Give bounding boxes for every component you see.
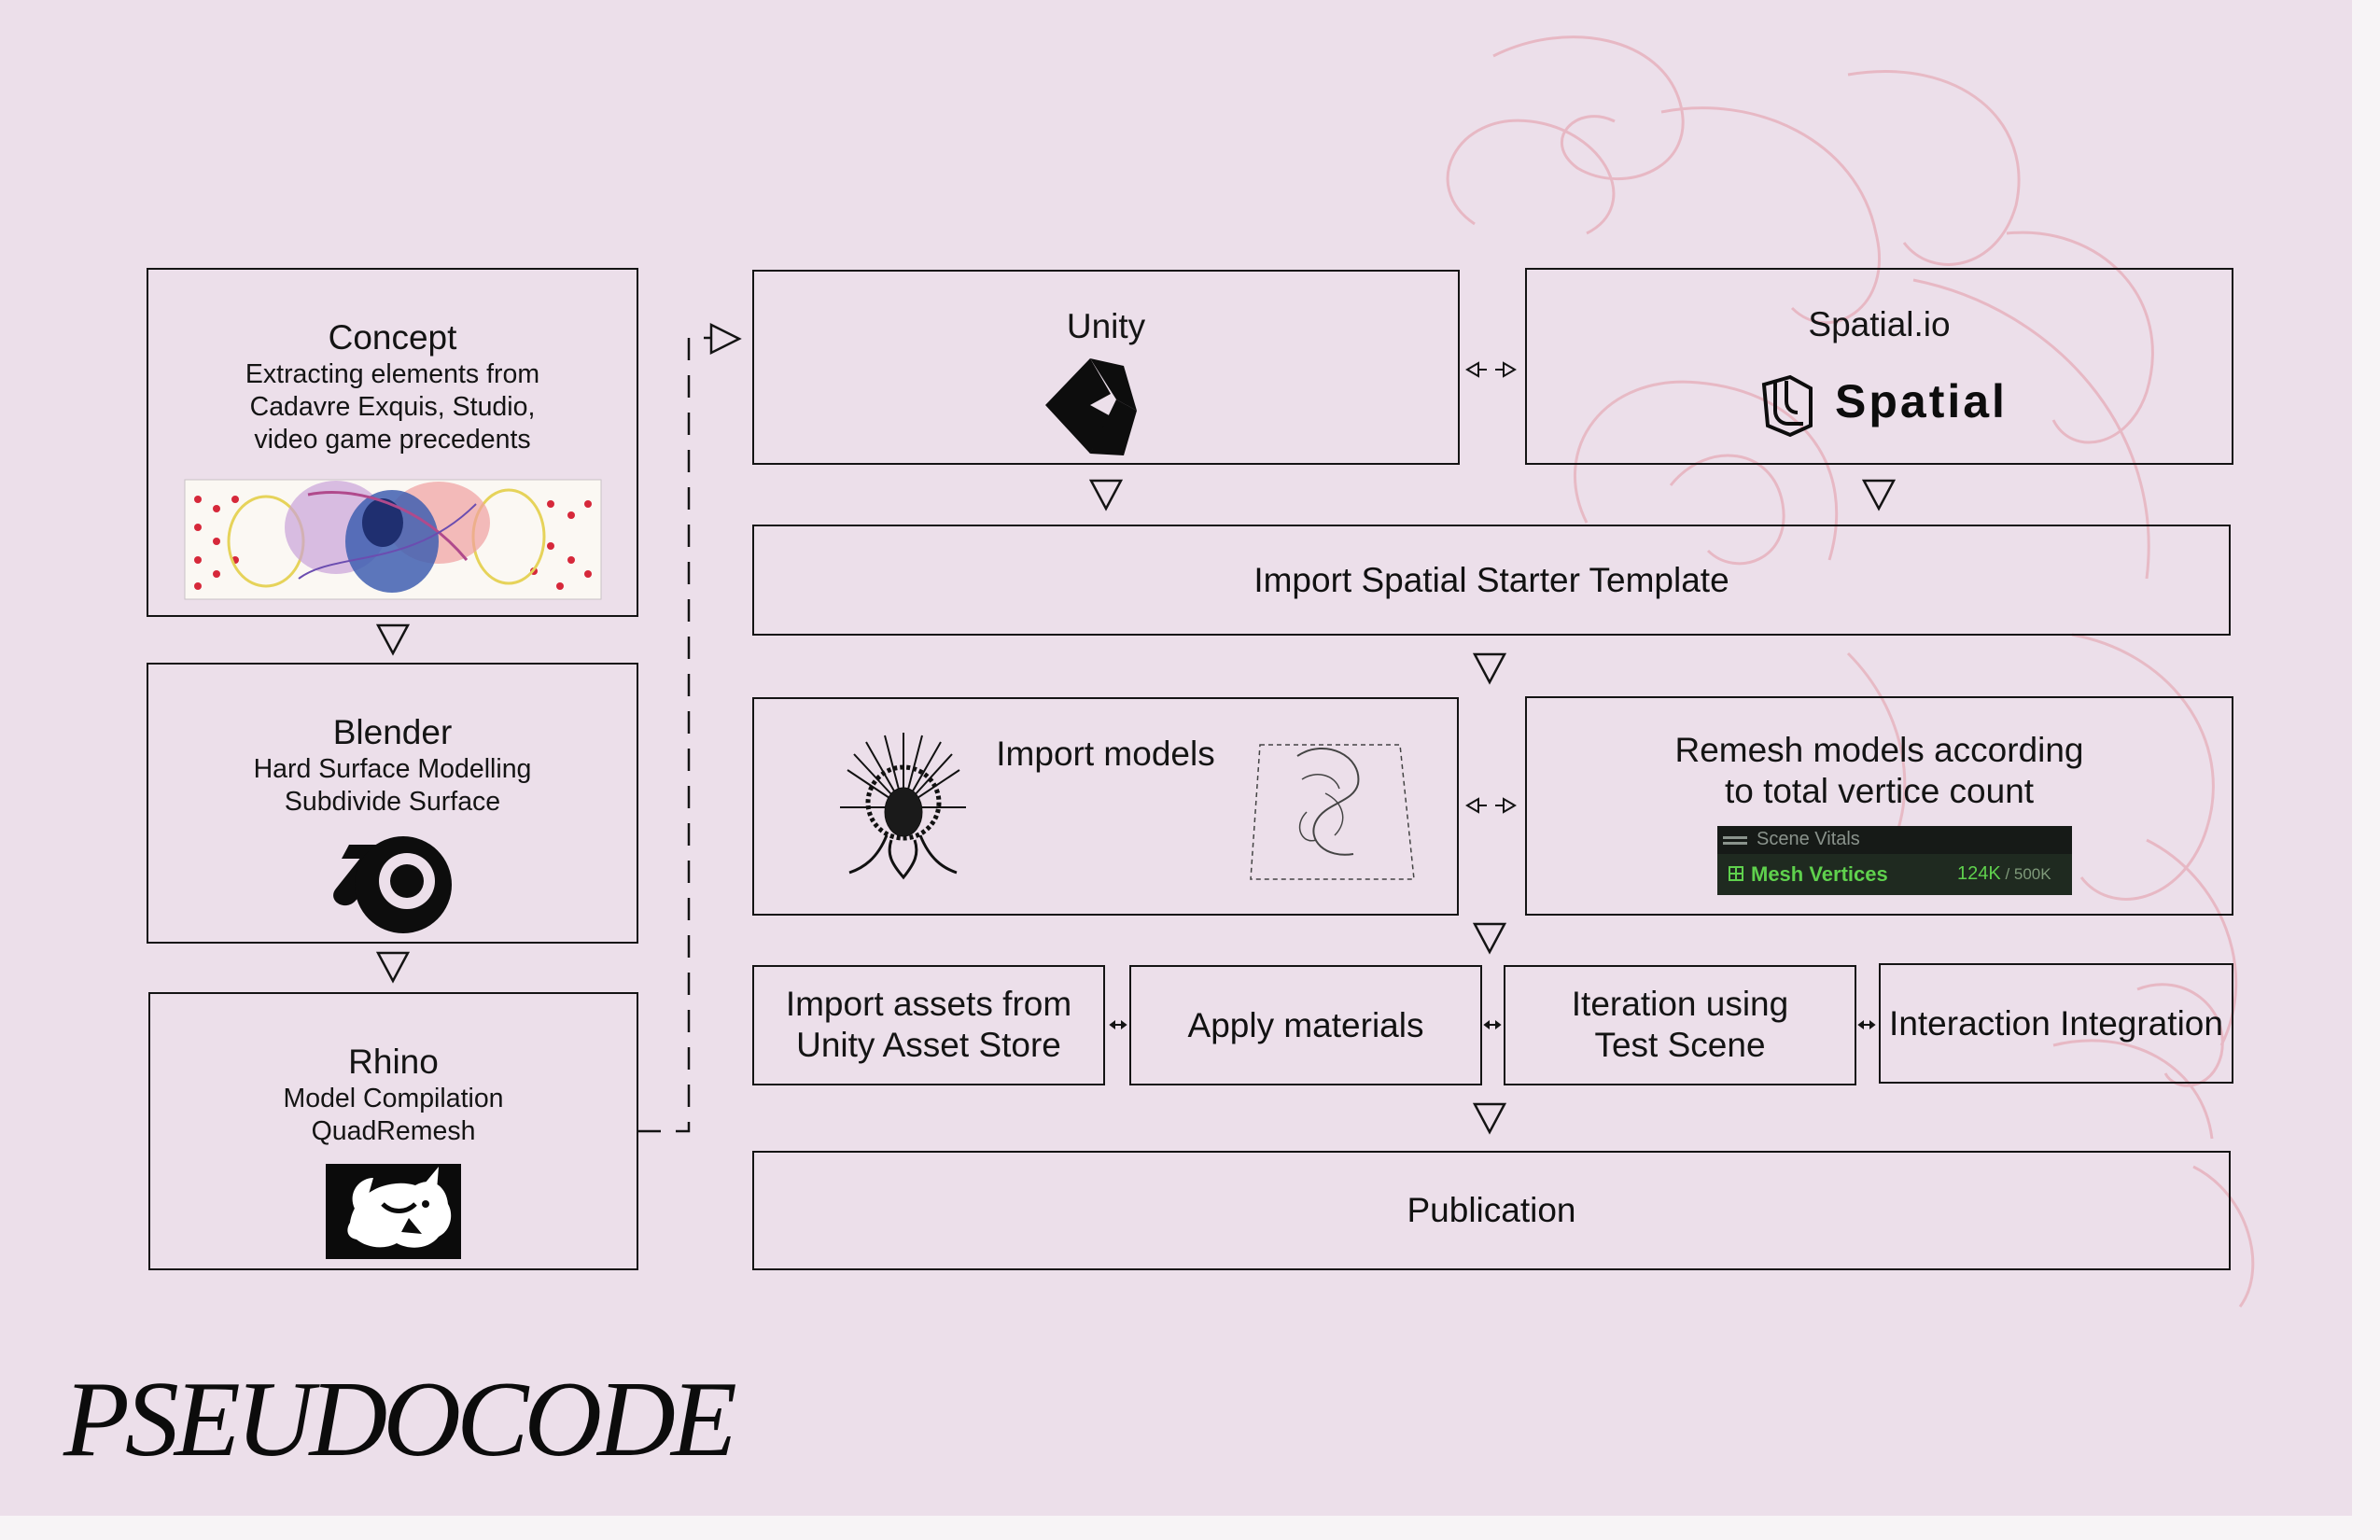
- mesh-vertices-row: [1717, 854, 2072, 895]
- page-edge-bottom: [0, 1516, 2380, 1540]
- concept-title: Concept: [328, 318, 457, 357]
- import-template-label: Import Spatial Starter Template: [1253, 560, 1729, 599]
- unity-box: Unity: [752, 270, 1460, 465]
- rhino-box: Rhino Model Compilation QuadRemesh: [148, 992, 638, 1270]
- blender-logo-icon: [333, 836, 452, 933]
- apply-materials-label: Apply materials: [1187, 1005, 1424, 1044]
- iteration-line-1: Iteration using: [1571, 985, 1789, 1023]
- rhino-title: Rhino: [348, 1043, 439, 1081]
- asset-store-box: Import assets from Unity Asset Store: [752, 965, 1105, 1085]
- spatial-title: Spatial.io: [1808, 305, 1951, 343]
- import-models-box: Import models: [752, 697, 1459, 916]
- flow-arrows: [375, 479, 1897, 1135]
- interaction-integration-label: Interaction Integration: [1889, 1003, 2223, 1043]
- background-sketch: [1446, 35, 2255, 1308]
- arrow-concept-to-blender: [375, 623, 411, 656]
- asset-store-line-1: Import assets from: [785, 985, 1072, 1023]
- arrow-template-to-models: [1472, 652, 1507, 685]
- sculpture-sketch-image: [840, 733, 966, 880]
- mesh-vertices-max: / 500K: [2000, 865, 2051, 883]
- concept-box: Concept Extracting elements from Cadavre…: [147, 268, 638, 617]
- publication-label: Publication: [1407, 1191, 1576, 1229]
- mesh-vertices-count: 124K: [1957, 863, 2001, 884]
- diagram-canvas: Concept Extracting elements from Cadavre…: [0, 0, 2352, 1516]
- arrow-unity-to-template: [1088, 479, 1124, 511]
- rhino-desc-line-1: Model Compilation: [283, 1084, 504, 1113]
- unity-spatial-link: [1465, 361, 1517, 378]
- step-links: [1109, 1020, 1876, 1029]
- asset-store-line-2: Unity Asset Store: [796, 1026, 1061, 1064]
- arrow-models-to-steps: [1472, 922, 1507, 955]
- iteration-line-2: Test Scene: [1594, 1026, 1766, 1064]
- menu-icon: [1723, 836, 1747, 839]
- rhino-to-unity-connector: [638, 322, 742, 1133]
- spatial-wordmark: Spatial: [1835, 375, 2008, 427]
- mesh-vertices-label: Mesh Vertices: [1751, 862, 1888, 886]
- pseudocode-title: PSEUDOCODE: [63, 1360, 737, 1479]
- page-edge-right: [2352, 0, 2380, 1540]
- interaction-integration-box: Interaction Integration: [1879, 963, 2233, 1084]
- import-template-box: Import Spatial Starter Template: [752, 525, 2231, 636]
- diagram-graphics: [184, 35, 2255, 1308]
- grid-icon: [1729, 866, 1743, 881]
- rhino-logo-icon: [326, 1164, 461, 1259]
- rhino-desc-line-2: QuadRemesh: [311, 1116, 476, 1146]
- arrow-blender-to-rhino: [375, 951, 411, 984]
- iteration-box: Iteration using Test Scene: [1504, 965, 1856, 1085]
- scene-vitals-panel: Scene Vitals Mesh Vertices 124K / 500K: [1717, 826, 2072, 895]
- spatial-logo-icon: [1761, 374, 1813, 438]
- concept-collage-image: [184, 479, 602, 600]
- concept-desc-line-2: Cadavre Exquis, Studio,: [249, 392, 536, 422]
- publication-box: Publication: [752, 1151, 2231, 1270]
- blender-box: Blender Hard Surface Modelling Subdivide…: [147, 663, 638, 944]
- blender-desc-line-2: Subdivide Surface: [284, 787, 501, 817]
- apply-materials-box: Apply materials: [1129, 965, 1482, 1085]
- unity-logo-icon: [1045, 358, 1137, 455]
- import-models-label: Import models: [996, 735, 1215, 773]
- remesh-line-2: to total vertice count: [1724, 772, 2035, 810]
- blender-desc-line-1: Hard Surface Modelling: [253, 754, 532, 784]
- remesh-line-1: Remesh models according: [1674, 731, 2084, 769]
- bidirectional-arrows: [1109, 361, 1876, 1029]
- remesh-box: Remesh models according to total vertice…: [1525, 696, 2233, 916]
- arrow-steps-to-publication: [1472, 1102, 1507, 1135]
- models-remesh-link: [1465, 797, 1517, 814]
- concept-desc-line-1: Extracting elements from: [245, 359, 540, 389]
- blender-title: Blender: [332, 713, 453, 751]
- mesh-vertices-value: 124K / 500K: [1957, 863, 2051, 885]
- unity-title: Unity: [1066, 307, 1146, 345]
- spatial-box: Spatial.io Spatial: [1525, 268, 2233, 465]
- scene-vitals-header: Scene Vitals: [1757, 829, 1860, 849]
- wireframe-sketch-image: [1250, 744, 1415, 880]
- arrow-spatial-to-template: [1861, 479, 1897, 511]
- concept-desc-line-3: video game precedents: [254, 425, 531, 455]
